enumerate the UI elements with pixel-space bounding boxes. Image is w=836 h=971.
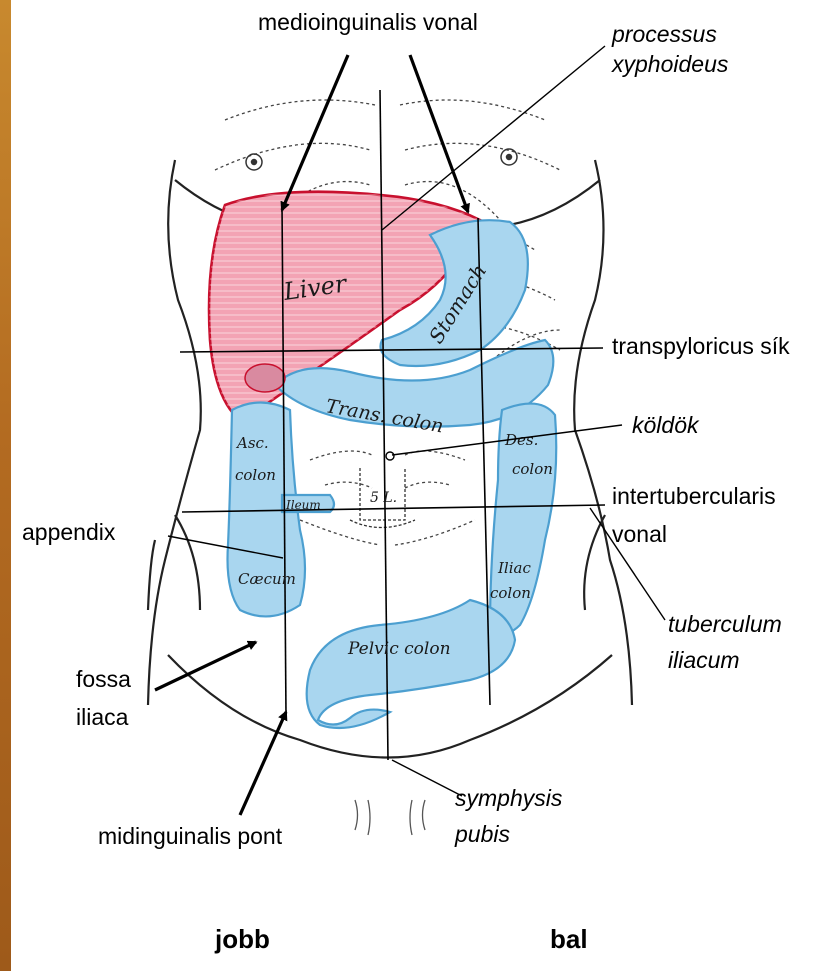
iliac-colon-label-2: colon — [490, 584, 531, 602]
intertubercularis-label-line1: intertubercularis — [612, 482, 776, 510]
processus-label-line2: xyphoideus — [612, 50, 728, 78]
symphysis-label-line2: pubis — [455, 820, 510, 848]
asc-colon-label-2: colon — [235, 466, 276, 484]
medio-right-arrow — [410, 55, 468, 212]
koldok-label: köldök — [632, 411, 698, 439]
pelvic-colon — [307, 600, 515, 728]
tuberculum-label-line2: iliacum — [668, 646, 740, 674]
fossa-label-line1: fossa — [76, 665, 131, 693]
symphysis-label-line1: symphysis — [455, 784, 562, 812]
vertebra-label: 5 L. — [370, 490, 397, 506]
fossa-label-line2: iliaca — [76, 703, 128, 731]
tuberculum-label-line1: tuberculum — [668, 610, 782, 638]
pubic-marks — [355, 800, 425, 835]
ileum-label: Ileum — [285, 498, 321, 512]
symphysis-pointer — [392, 760, 462, 796]
transpyloricus-label: transpyloricus sík — [612, 332, 790, 360]
fossa-arrow — [155, 642, 256, 690]
appendix-label: appendix — [22, 518, 115, 546]
processus-label-line1: processus — [612, 20, 717, 48]
caecum-label: Cæcum — [238, 570, 296, 588]
midinguinalis-label: midinguinalis pont — [98, 822, 282, 850]
left-side-label: bal — [550, 925, 588, 953]
medioinguinalis-label: medioinguinalis vonal — [258, 8, 478, 36]
midinguinalis-arrow — [240, 712, 286, 815]
pelvic-colon-label: Pelvic colon — [347, 639, 451, 659]
iliac-colon-label-1: Iliac — [497, 559, 531, 577]
gallbladder — [245, 364, 285, 392]
medio-left-arrow — [282, 55, 348, 210]
des-colon-label-2: colon — [512, 460, 553, 478]
umbilicus-marker — [386, 452, 394, 460]
right-side-label: jobb — [215, 925, 270, 953]
asc-colon-label-1: Asc. — [235, 434, 269, 452]
intertubercularis-label-line2: vonal — [612, 520, 667, 548]
